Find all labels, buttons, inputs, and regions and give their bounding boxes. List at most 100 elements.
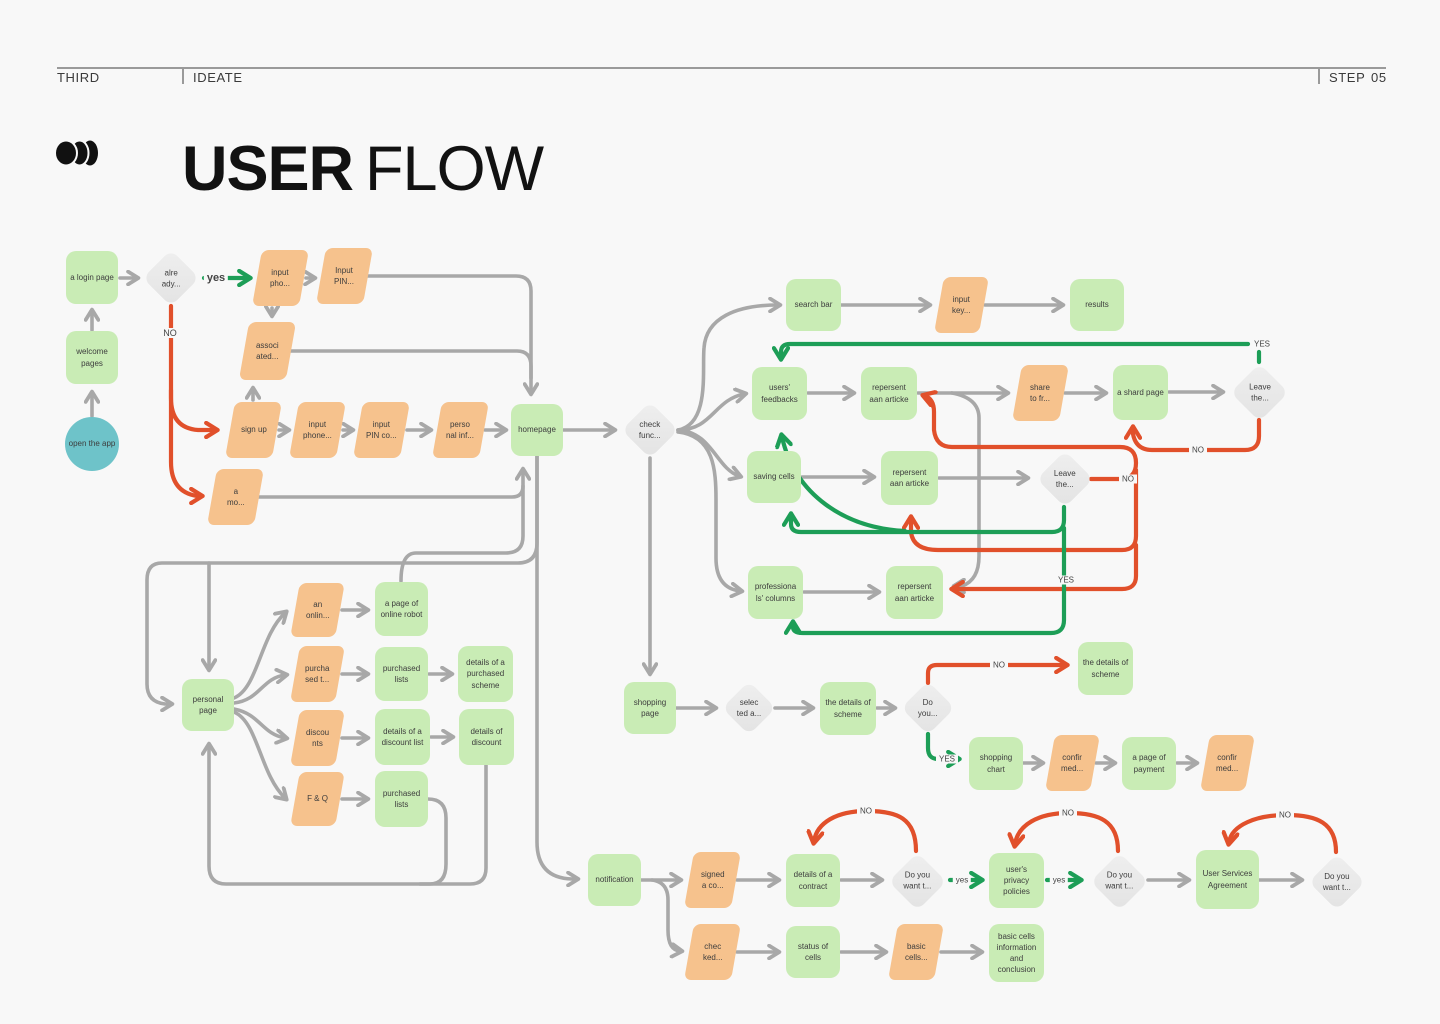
node-shard: a shard page (1113, 365, 1168, 420)
node-ddl: details of a discount list (375, 709, 430, 765)
node-dps: details of a purchased scheme (458, 646, 513, 702)
node-robot: a page of online robot (375, 582, 428, 636)
node-label: users' feedbacks (761, 383, 798, 404)
node-payment: a page of payment (1122, 737, 1176, 790)
node-label: Input PIN... (334, 265, 355, 286)
node-p_share: share to fr... (1012, 365, 1069, 421)
node-p_pinco: input PIN co... (353, 402, 410, 458)
node-label: results (1085, 300, 1109, 310)
node-label: input pho... (270, 267, 291, 288)
node-p_checked: chec ked... (684, 924, 741, 980)
node-open_app: open the app (65, 417, 119, 471)
node-label: Leave the... (1248, 382, 1271, 403)
node-label: confir med... (1216, 752, 1239, 773)
node-label: confir med... (1061, 752, 1084, 773)
edge-label-no_shop: NO (990, 660, 1008, 670)
node-search_bar: search bar (786, 279, 841, 331)
header-divider-left (182, 69, 184, 84)
edge-label-no_leave2: NO (1119, 474, 1137, 484)
node-label: Do you... (917, 697, 938, 718)
node-label: details of a contract (793, 870, 833, 891)
node-label: Do you want t... (1105, 871, 1134, 892)
edge-label-yes_leave1: YES (1250, 339, 1274, 349)
node-plists2: purchased lists (375, 771, 428, 827)
header-label-ideate: IDEATE (193, 70, 243, 85)
node-label: details of a purchased scheme (466, 658, 505, 690)
edge-label-yes_leave2: YES (1054, 575, 1078, 585)
node-welcome: welcome pages (66, 331, 118, 384)
node-label: user's privacy policies (1003, 864, 1030, 897)
node-p_signed: signed a co... (684, 852, 741, 908)
node-label: saving cells (753, 472, 795, 482)
node-info: basic cells information and conclusion (989, 924, 1044, 982)
header-step-number: 05 (1371, 70, 1387, 85)
node-label: F & Q (307, 794, 328, 804)
node-label: input phone... (303, 419, 332, 440)
node-plists1: purchased lists (375, 647, 428, 701)
node-contract: details of a contract (786, 854, 840, 907)
node-personal: personal page (182, 679, 234, 731)
node-label: details of discount (470, 726, 503, 747)
node-label: personal page (192, 694, 224, 715)
node-p_input_pho: input pho... (252, 250, 309, 306)
node-label: repersent aan articke (869, 383, 909, 404)
header-label-third: THIRD (57, 70, 100, 85)
node-privacy: user's privacy policies (989, 853, 1044, 908)
node-p_input_pin: Input PIN... (316, 248, 373, 304)
node-homepage: homepage (511, 404, 563, 456)
node-label: a shard page (1117, 387, 1164, 397)
node-label: alre ady... (161, 267, 181, 288)
node-label: notification (595, 875, 634, 885)
node-label: input key... (952, 294, 971, 315)
node-label: a page of payment (1132, 753, 1166, 774)
node-label: associ ated... (256, 340, 279, 361)
header-divider-right (1318, 69, 1320, 84)
node-label: Do you want t... (1322, 871, 1351, 892)
node-label: a mo... (226, 486, 245, 507)
node-label: perso nal inf... (446, 419, 475, 440)
node-label: homepage (518, 425, 556, 435)
node-label: shopping page (633, 697, 667, 718)
node-login: a login page (66, 251, 118, 304)
header-label-step: STEP (1329, 70, 1366, 85)
node-label: purcha sed t... (305, 663, 330, 684)
node-status: status of cells (786, 926, 840, 978)
node-rep3: repersent aan articke (886, 566, 943, 619)
node-p_fq: F & Q (290, 772, 345, 826)
node-label: discou nts (305, 727, 330, 748)
node-p_anonlin: an onlin... (290, 583, 345, 637)
node-rep1: repersent aan articke (861, 367, 917, 420)
node-label: shopping chart (979, 753, 1013, 774)
node-label: search bar (794, 300, 833, 310)
edge-label-no_arc1: NO (857, 806, 875, 816)
node-services: User Services Agreement (1196, 850, 1259, 909)
node-users_fb: users' feedbacks (752, 367, 807, 420)
node-label: details of a discount list (381, 726, 424, 747)
node-details2: the details of scheme (1078, 642, 1133, 695)
node-label: purchased lists (382, 788, 421, 809)
node-label: User Services Agreement (1202, 869, 1253, 890)
node-rep2: repersent aan articke (881, 451, 938, 505)
node-label: input PIN co... (366, 419, 397, 440)
logo-icon (54, 139, 98, 167)
node-results: results (1070, 279, 1124, 331)
node-saving: saving cells (747, 451, 801, 503)
page-title-bold: USER (182, 134, 354, 204)
edge-label-yes_c2: yes (1049, 875, 1069, 885)
node-notif: notification (588, 854, 641, 906)
node-label: a page of online robot (380, 598, 423, 619)
node-label: chec ked... (702, 941, 723, 962)
edge-label-yes_login: yes (203, 272, 229, 284)
node-dod: details of discount (459, 709, 514, 765)
edge-label-no_arc2: NO (1059, 808, 1077, 818)
node-label: repersent aan articke (889, 467, 930, 488)
node-label: basic cells information and conclusion (996, 931, 1037, 975)
page-title-light: FLOW (365, 134, 544, 204)
node-label: an onlin... (305, 599, 330, 620)
node-label: check func... (639, 419, 661, 440)
node-label: signed a co... (700, 869, 725, 890)
node-label: open the app (68, 439, 116, 449)
